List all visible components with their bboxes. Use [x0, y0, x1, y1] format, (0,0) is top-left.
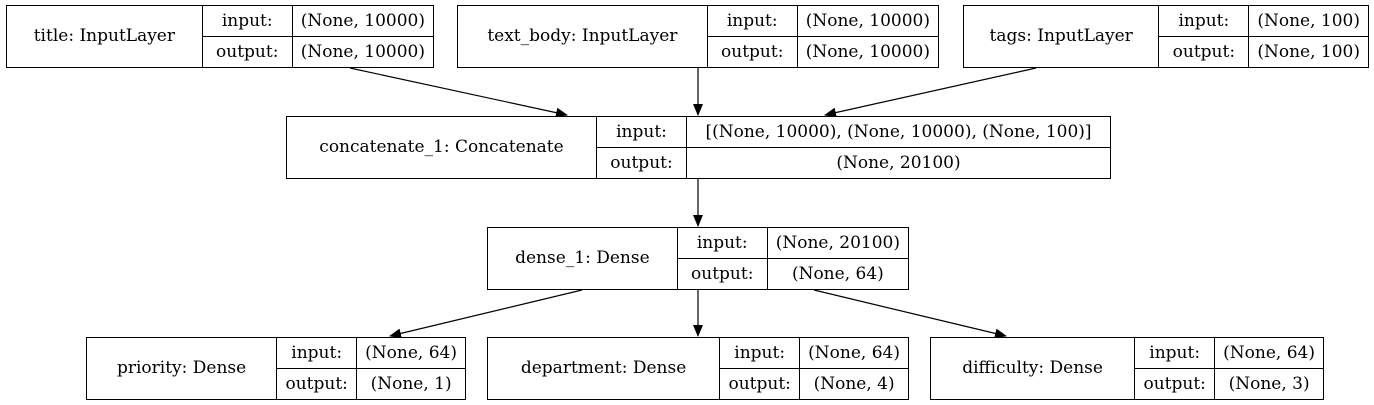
output-label: output: — [678, 259, 768, 289]
input-label: input: — [203, 6, 293, 36]
output-row: output: (None, 20100) — [597, 147, 1110, 178]
output-shape: (None, 1) — [370, 373, 452, 394]
layer-shapes: input: (None, 20100) output: (None, 64) — [677, 228, 908, 289]
layer-node-text-body: text_body: InputLayer input: (None, 1000… — [457, 5, 939, 68]
output-label: output: — [708, 37, 798, 67]
layer-shapes: input: (None, 10000) output: (None, 1000… — [202, 6, 433, 67]
output-row: output: (None, 100) — [1159, 36, 1368, 67]
output-shape: (None, 20100) — [836, 152, 961, 173]
layer-name: priority: Dense — [87, 338, 278, 399]
layer-name: department: Dense — [488, 338, 721, 399]
input-shape: (None, 10000) — [805, 10, 930, 31]
output-label: output: — [1159, 37, 1250, 67]
input-label: input: — [1159, 6, 1250, 36]
layer-shapes: input: (None, 64) output: (None, 3) — [1135, 338, 1323, 399]
output-shape: (None, 3) — [1228, 373, 1310, 394]
input-row: input: (None, 20100) — [678, 228, 908, 258]
layer-node-department: department: Dense input: (None, 64) outp… — [487, 337, 909, 400]
input-shape: (None, 64) — [365, 342, 457, 363]
layer-name: concatenate_1: Concatenate — [287, 117, 597, 178]
output-shape: (None, 10000) — [300, 41, 425, 62]
input-label: input: — [678, 228, 768, 258]
layer-name: tags: InputLayer — [964, 6, 1160, 67]
output-row: output: (None, 64) — [677, 258, 908, 289]
input-shape: [(None, 10000), (None, 10000), (None, 10… — [705, 121, 1092, 142]
layer-name: title: InputLayer — [7, 6, 203, 67]
output-label: output: — [597, 148, 687, 178]
input-label: input: — [277, 338, 358, 368]
layer-node-dense: dense_1: Dense input: (None, 20100) outp… — [487, 227, 909, 290]
input-row: input: (None, 10000) — [708, 6, 938, 36]
layer-shapes: input: [(None, 10000), (None, 10000), (N… — [597, 117, 1110, 178]
input-row: input: (None, 100) — [1159, 6, 1368, 36]
input-row: input: (None, 64) — [277, 338, 465, 368]
output-label: output: — [203, 37, 293, 67]
output-row: output: (None, 4) — [720, 368, 908, 399]
output-shape: (None, 10000) — [805, 41, 930, 62]
input-row: input: (None, 64) — [720, 338, 908, 368]
output-row: output: (None, 3) — [1135, 368, 1323, 399]
edge-dense-to-priority — [389, 289, 583, 339]
input-row: input: (None, 64) — [1135, 338, 1323, 368]
layer-node-priority: priority: Dense input: (None, 64) output… — [86, 337, 466, 400]
layer-name: text_body: InputLayer — [458, 6, 708, 67]
layer-shapes: input: (None, 100) output: (None, 100) — [1159, 6, 1368, 67]
output-label: output: — [277, 369, 358, 399]
output-row: output: (None, 1) — [277, 368, 465, 399]
edge-tags-to-concatenate — [824, 67, 1037, 118]
layer-shapes: input: (None, 64) output: (None, 4) — [720, 338, 908, 399]
output-label: output: — [1135, 369, 1216, 399]
layer-name: difficulty: Dense — [931, 338, 1136, 399]
edge-title-to-concatenate — [349, 67, 568, 118]
input-shape: (None, 10000) — [300, 10, 425, 31]
layer-node-difficulty: difficulty: Dense input: (None, 64) outp… — [930, 337, 1324, 400]
input-shape: (None, 64) — [808, 342, 900, 363]
output-shape: (None, 100) — [1257, 41, 1360, 62]
input-row: input: (None, 10000) — [203, 6, 433, 36]
output-row: output: (None, 10000) — [202, 36, 433, 67]
input-label: input: — [597, 117, 687, 147]
layer-node-title: title: InputLayer input: (None, 10000) o… — [6, 5, 434, 68]
output-label: output: — [720, 369, 801, 399]
edge-dense-to-difficulty — [813, 289, 1007, 339]
layer-shapes: input: (None, 10000) output: (None, 1000… — [707, 6, 938, 67]
input-shape: (None, 100) — [1257, 10, 1360, 31]
input-shape: (None, 20100) — [775, 232, 900, 253]
input-label: input: — [720, 338, 801, 368]
layer-node-concatenate: concatenate_1: Concatenate input: [(None… — [286, 116, 1111, 179]
output-row: output: (None, 10000) — [707, 36, 938, 67]
input-label: input: — [1135, 338, 1216, 368]
layer-shapes: input: (None, 64) output: (None, 1) — [277, 338, 465, 399]
layer-node-tags: tags: InputLayer input: (None, 100) outp… — [963, 5, 1369, 68]
layer-name: dense_1: Dense — [488, 228, 678, 289]
output-shape: (None, 4) — [813, 373, 895, 394]
input-label: input: — [708, 6, 798, 36]
input-shape: (None, 64) — [1223, 342, 1315, 363]
input-row: input: [(None, 10000), (None, 10000), (N… — [597, 117, 1110, 147]
output-shape: (None, 64) — [791, 263, 884, 284]
